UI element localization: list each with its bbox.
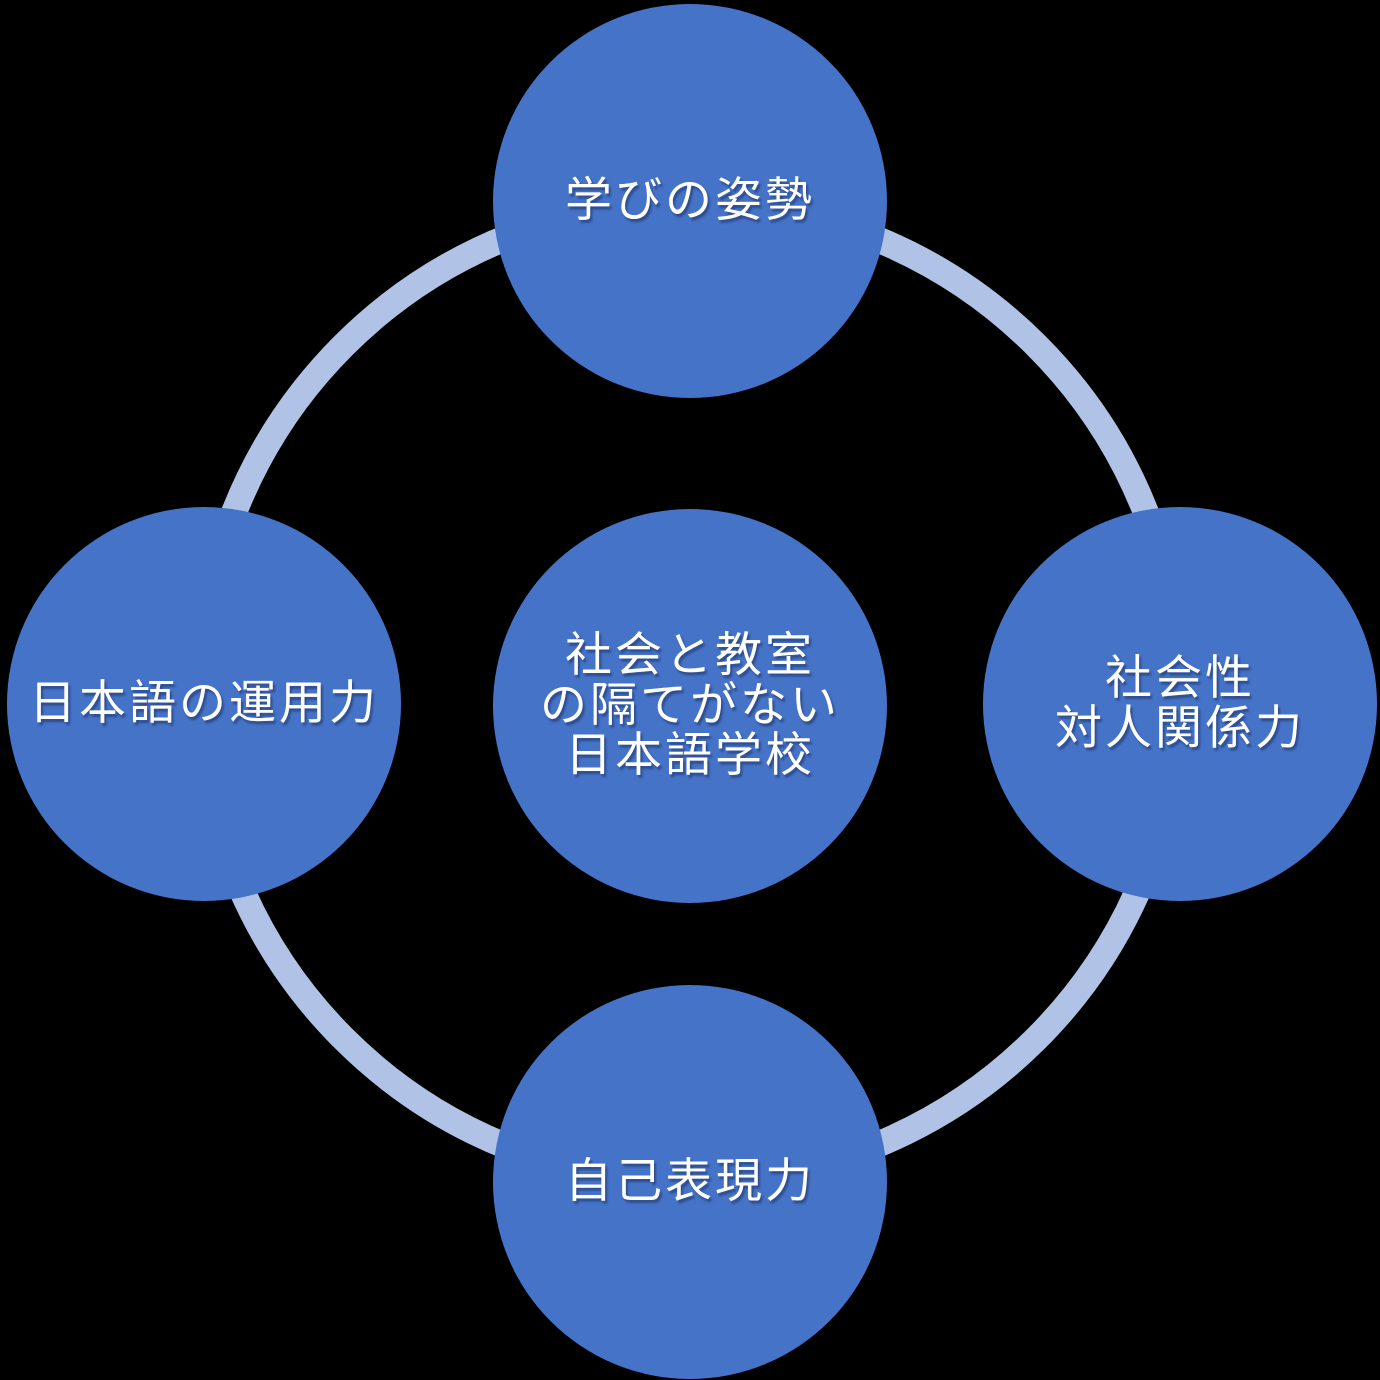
- node-school-concept: 社会と教室 の隔てがない 日本語学校: [493, 509, 887, 903]
- label-line: 日本語学校: [565, 727, 815, 783]
- label-line: の隔てがない: [540, 678, 840, 734]
- node-japanese-proficiency: 日本語の運用力: [7, 507, 401, 901]
- label-line: 学びの姿勢: [565, 173, 815, 229]
- node-self-expression-label: 自己表現力: [565, 1157, 815, 1207]
- node-self-expression: 自己表現力: [493, 985, 887, 1379]
- label-line: 社会と教室: [565, 628, 815, 684]
- node-japanese-proficiency-label: 日本語の運用力: [29, 679, 379, 729]
- node-learning-attitude-label: 学びの姿勢: [565, 176, 815, 226]
- label-line: 日本語の運用力: [29, 676, 379, 732]
- label-line: 社会性: [1105, 651, 1255, 707]
- label-line: 対人関係力: [1055, 701, 1305, 756]
- label-line: 自己表現力: [565, 1154, 815, 1210]
- node-learning-attitude: 学びの姿勢: [493, 4, 887, 398]
- node-social-interpersonal: 社会性 対人関係力: [983, 507, 1377, 901]
- node-school-concept-label: 社会と教室 の隔てがない 日本語学校: [540, 631, 840, 780]
- node-social-interpersonal-label: 社会性 対人関係力: [1055, 654, 1305, 754]
